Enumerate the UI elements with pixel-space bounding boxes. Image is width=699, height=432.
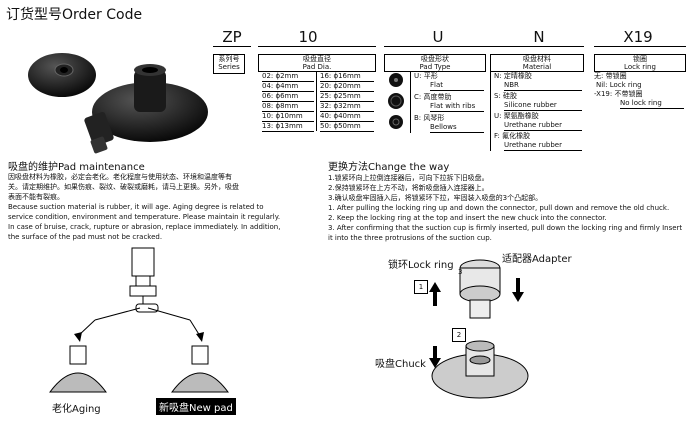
maintenance-cn-line: 因吸盘材料为橡胶，必定会老化。老化程度与使用状态、环境和温度等有 xyxy=(8,173,232,181)
new-pad-drawing xyxy=(171,345,229,393)
change-heading: 更换方法Change the way xyxy=(328,162,450,173)
lockring-opt1-en: Nil: Lock ring xyxy=(596,81,642,89)
diameter-option: 13: ϕ13mm xyxy=(262,122,314,132)
step-3-number: 3 xyxy=(458,268,463,276)
code-letter-shape: U xyxy=(432,28,444,46)
maintenance-en-line: In case of bruise, crack, rupture or abr… xyxy=(8,223,281,231)
diameter-cn: 吸盘直径 xyxy=(303,55,331,63)
material-en: Material xyxy=(522,63,552,71)
maintenance-text: 因吸盘材料为橡胶，必定会老化。老化程度与使用状态、环境和温度等有 关。请定期维护… xyxy=(8,172,280,242)
maintenance-en-line: Because suction material is rubber, it w… xyxy=(8,203,264,211)
material-header: 吸盘材料 Material xyxy=(490,54,584,72)
lockring-cn: 锁圈 xyxy=(633,55,647,63)
maintenance-cn-line: 表面不能有裂痕。 xyxy=(8,193,64,201)
series-en: Series xyxy=(218,63,240,71)
lockring-en: Lock ring xyxy=(624,63,656,71)
material-option-cn: F: 氟化橡胶 xyxy=(494,132,531,140)
diameter-option: 25: ϕ25mm xyxy=(320,92,374,102)
change-step: 3. After confirming that the suction cup… xyxy=(328,224,683,232)
material-option-cn: S: 硅胶 xyxy=(494,92,518,100)
material-option-en: Urethane rubber xyxy=(504,141,582,151)
change-step: 2. Keep the locking ring at the top and … xyxy=(328,214,607,222)
new-pad-label: 新吸盘New pad xyxy=(156,398,236,415)
change-step: it into the three protrusions of the suc… xyxy=(328,234,492,242)
series-cn: 系列号 xyxy=(218,55,240,63)
step-2-badge: 2 xyxy=(452,328,466,342)
adapter-label: 适配器Adapter xyxy=(502,254,572,265)
shape-bellows-en: Bellows xyxy=(430,123,484,133)
bellows-pad-icon xyxy=(389,115,403,129)
change-step: 1. After pulling the locking ring up and… xyxy=(328,204,670,212)
diameter-option: 20: ϕ20mm xyxy=(320,82,374,92)
material-option-en: Silicone rubber xyxy=(504,101,582,111)
shape-ribs-cn: C: 高度带肋 xyxy=(414,93,452,101)
lockring-opt2-cn: -X19: 不带锁圈 xyxy=(594,90,643,98)
diameter-en: Pad Dia. xyxy=(302,63,332,71)
divider xyxy=(384,46,488,47)
page-title: 订货型号Order Code xyxy=(6,7,143,23)
shape-header: 吸盘形状 Pad Type xyxy=(384,54,486,72)
change-step: 1.锁紧环向上拉倒连接器后，可向下拉拆下旧吸盘。 xyxy=(328,174,489,182)
lockring-header: 锁圈 Lock ring xyxy=(594,54,686,72)
code-letter-material: N xyxy=(533,28,545,46)
series-box: 系列号 Series xyxy=(213,54,245,74)
material-option-en: Urethane rubber xyxy=(504,121,582,131)
maintenance-cn-line: 关。请定期维护。如果伤痕、裂纹、破裂或磨耗，请马上更换。另外，吸盘 xyxy=(8,183,239,191)
divider xyxy=(213,46,251,47)
material-cn: 吸盘材料 xyxy=(523,55,551,63)
ribbed-pad-icon xyxy=(388,93,404,109)
shape-flat-en: Flat xyxy=(430,81,484,91)
chuck-label: 吸盘Chuck xyxy=(375,359,426,370)
lock-ring-label: 锁环Lock ring xyxy=(388,260,454,271)
material-option-en: NBR xyxy=(504,81,582,91)
shape-cn: 吸盘形状 xyxy=(421,55,449,63)
code-letter-diameter: 10 xyxy=(298,28,318,46)
change-steps: 1.锁紧环向上拉倒连接器后，可向下拉拆下旧吸盘。 2.保持锁紧环在上方不动，将新… xyxy=(328,173,682,243)
product-photo xyxy=(28,53,208,154)
material-option-cn: U: 聚氨酯橡胶 xyxy=(494,112,539,120)
lockring-opt1-cn: 无: 带锁圈 xyxy=(594,72,627,80)
diameter-option: 50: ϕ50mm xyxy=(320,122,374,132)
divider xyxy=(410,71,411,133)
divider xyxy=(316,71,317,131)
aged-pad-drawing xyxy=(49,345,107,393)
shape-ribs-en: Flat with ribs xyxy=(430,102,484,112)
diameter-option: 32: ϕ32mm xyxy=(320,102,374,112)
code-letter-lockring: X19 xyxy=(623,28,653,46)
diameter-option: 08: ϕ8mm xyxy=(262,102,314,112)
shape-bellows-cn: B: 风琴形 xyxy=(414,114,445,122)
adapter-drawing xyxy=(459,259,501,319)
diameter-option: 02: ϕ2mm xyxy=(262,72,314,82)
shape-flat-cn: U: 平形 xyxy=(414,72,438,80)
diameter-option: 40: ϕ40mm xyxy=(320,112,374,122)
chuck-drawing xyxy=(431,340,529,399)
diameter-option: 04: ϕ4mm xyxy=(262,82,314,92)
lockring-opt2-en: No lock ring xyxy=(620,99,684,109)
divider xyxy=(488,46,584,47)
diameter-option: 16: ϕ16mm xyxy=(320,72,374,82)
step-1-badge: 1 xyxy=(414,280,428,294)
down-arrow-icon xyxy=(512,278,524,302)
diameter-option: 06: ϕ6mm xyxy=(262,92,314,102)
change-diagram xyxy=(429,259,529,399)
change-step: 3.确认吸盘牢固插入后，将锁紧环下拉，牢固装入吸盘的3个凸起部。 xyxy=(328,194,543,202)
up-arrow-icon xyxy=(429,282,441,306)
maintenance-diagram xyxy=(49,247,229,393)
change-step: 2.保持锁紧环在上方不动，将新吸盘插入连接器上。 xyxy=(328,184,489,192)
diameter-option: 10: ϕ10mm xyxy=(262,112,314,122)
material-option-cn: N: 定晴橡胶 xyxy=(494,72,532,80)
maintenance-en-line: service condition, environment and tempe… xyxy=(8,213,281,221)
code-letter-series: ZP xyxy=(222,28,242,46)
divider xyxy=(258,46,376,47)
down-arrow-icon xyxy=(429,346,441,368)
diameter-header: 吸盘直径 Pad Dia. xyxy=(258,54,376,72)
divider xyxy=(594,46,686,47)
aging-label: 老化Aging xyxy=(52,404,101,415)
pad-type-icons xyxy=(388,73,404,129)
maintenance-heading: 吸盘的维护Pad maintenance xyxy=(8,162,145,173)
maintenance-en-line: the surface of the pad must not be crack… xyxy=(8,233,163,241)
shape-en: Pad Type xyxy=(419,63,451,71)
divider xyxy=(490,71,491,151)
